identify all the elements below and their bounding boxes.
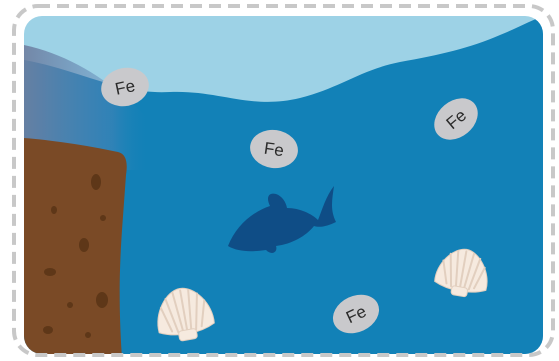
fe-label: Fe [113,76,136,99]
scene-content: Fe Fe Fe Fe [20,12,550,360]
fe-label: Fe [263,139,285,161]
cliff-icon [24,138,127,358]
